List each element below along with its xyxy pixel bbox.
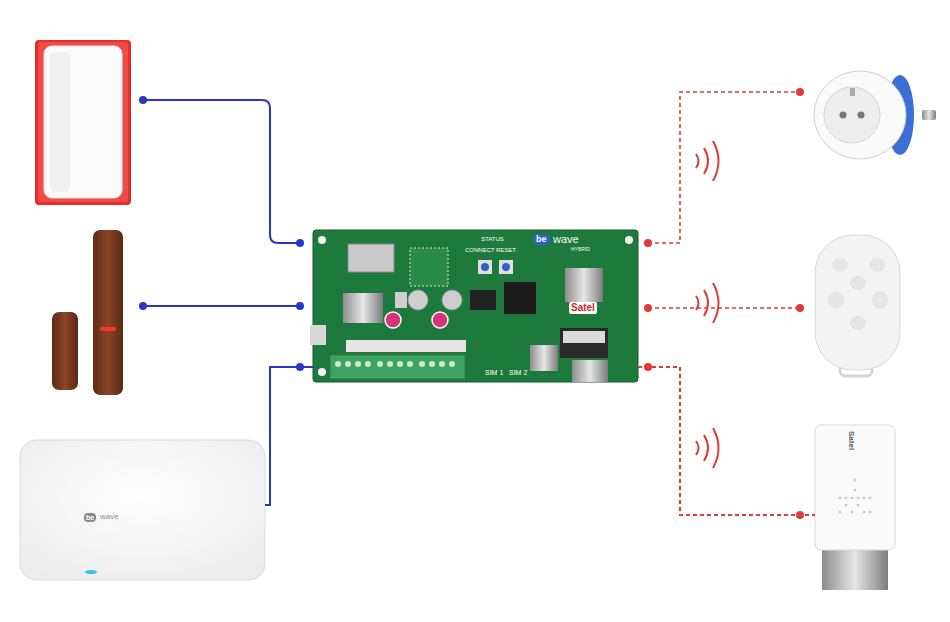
connector <box>265 367 313 505</box>
status-label: STATUS <box>481 236 504 242</box>
smart-plug <box>814 71 936 159</box>
wireless-connection <box>648 92 800 308</box>
button-label: RESET <box>496 247 516 253</box>
logo-text: wave <box>553 234 579 245</box>
logo-badge: be <box>533 234 550 245</box>
thermostatic-head-box: Satel <box>815 425 895 550</box>
sim-slot-label: SIM 1 <box>485 369 503 376</box>
radio-waves <box>696 141 719 468</box>
connection-dot <box>644 88 804 519</box>
wired-connection <box>143 100 300 306</box>
controller-board: STATUS CONNECTRESET bewaveHYBRID SatelSIM 1… <box>313 230 638 382</box>
button-label: CONNECT <box>465 247 495 253</box>
outdoor-siren <box>35 40 131 205</box>
logo-text: wave <box>100 513 119 521</box>
connection-dot <box>139 96 304 371</box>
logo-subtitle: HYBRID <box>571 247 590 252</box>
key-fob-remote <box>815 235 900 376</box>
door-contact <box>52 230 123 395</box>
thermostatic-head <box>815 425 895 590</box>
logo-badge: be <box>84 513 96 522</box>
brand-label: Satel <box>847 431 855 450</box>
controller-board-drawing <box>310 230 638 382</box>
sim-slot-label: SIM 2 <box>509 369 527 376</box>
wireless-hub-box: bewave <box>20 440 265 580</box>
connector <box>638 367 815 515</box>
wireless-hub <box>20 440 265 580</box>
brand-label: Satel <box>569 302 597 314</box>
